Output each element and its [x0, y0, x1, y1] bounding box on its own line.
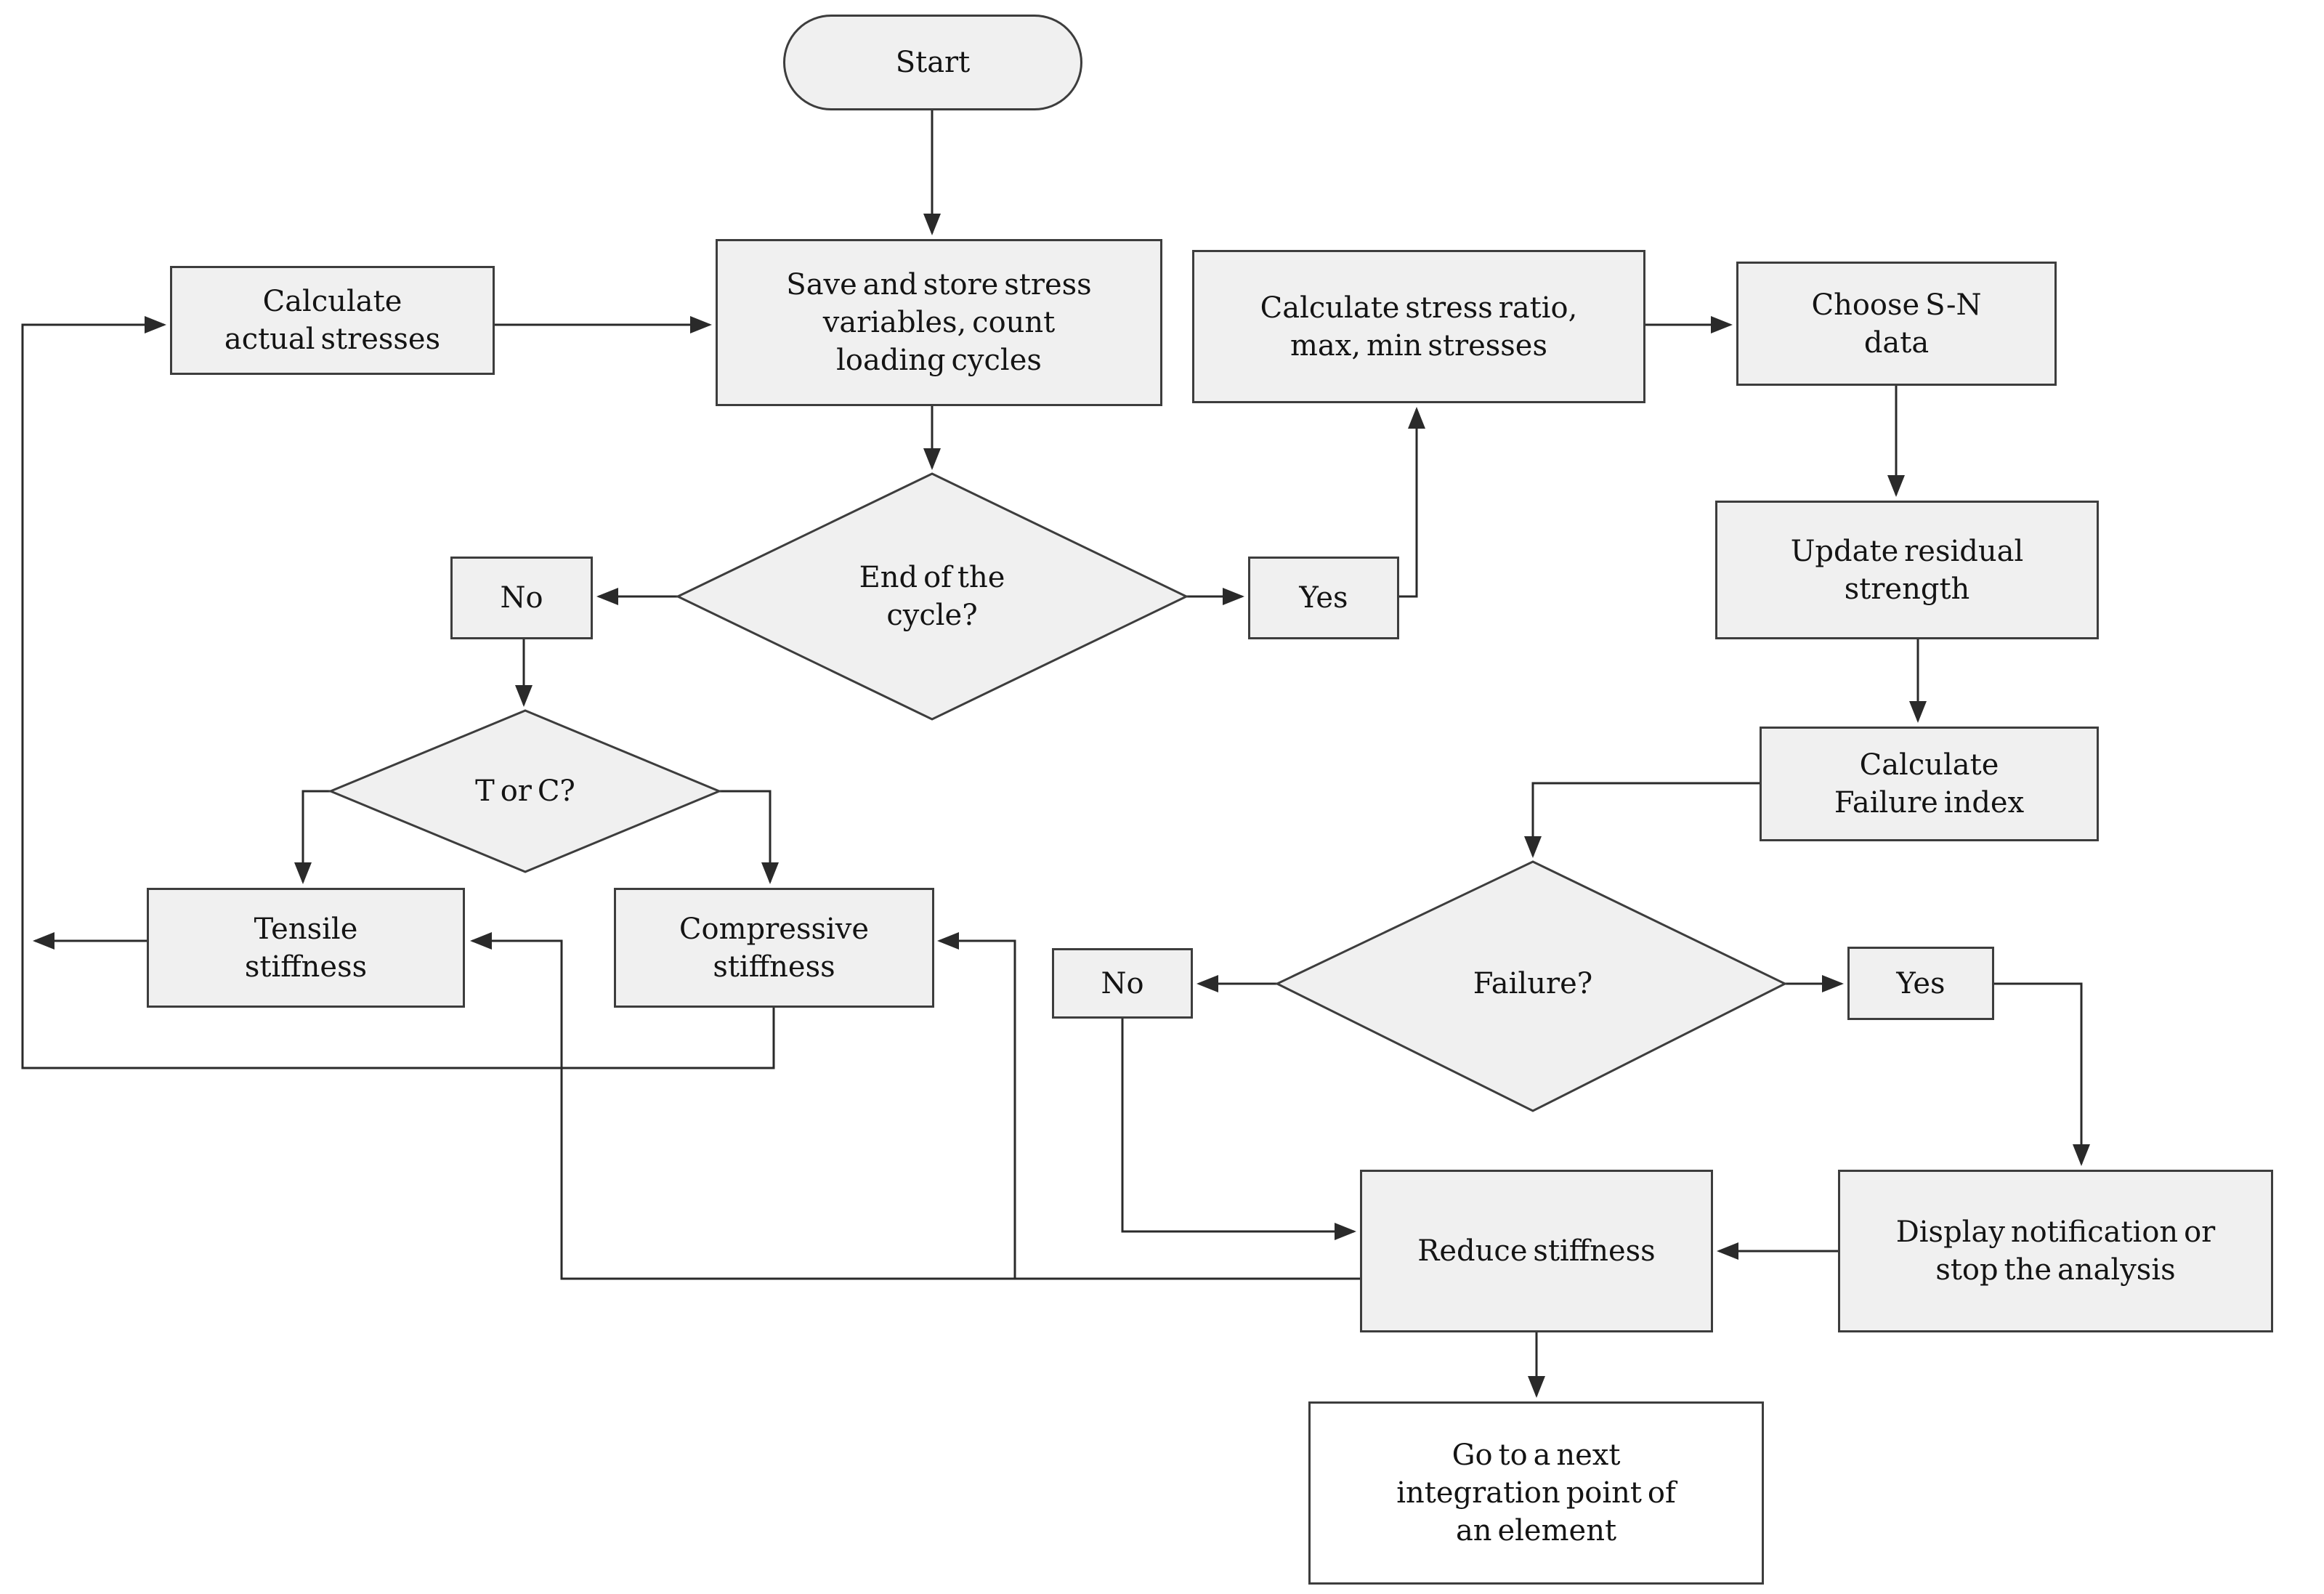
decision-end-of-cycle-shape	[675, 472, 1189, 721]
node-save-store-stress: Save and store stress variables, count l…	[716, 239, 1162, 406]
edge-torc-to-compressive	[719, 790, 779, 884]
decision-failure-label: Failure?	[1473, 967, 1593, 1000]
node-reduce-stiffness: Reduce stiffness	[1360, 1170, 1713, 1332]
edge-reduce-feedback-to-compressive	[937, 932, 1016, 1279]
decision-t-or-c-label: T or C?	[475, 774, 575, 808]
node-calculate-actual-stresses: Calculate actual stresses	[170, 266, 495, 375]
node-start: Start	[783, 15, 1082, 110]
edge-yes1-to-calc-ratio	[1399, 407, 1425, 598]
node-calculate-stress-ratio: Calculate stress ratio, max, min stresse…	[1192, 250, 1645, 403]
edge-calc-failure-to-failure	[1524, 782, 1760, 858]
edge-reduce-feedback-to-tensile	[470, 932, 1360, 1280]
edge-torc-to-tensile	[294, 790, 331, 884]
node-calculate-failure-index: Calculate Failure index	[1760, 727, 2099, 841]
node-no-end-of-cycle: No	[450, 557, 593, 639]
decision-t-or-c-shape	[328, 709, 722, 873]
node-no-failure: No	[1052, 948, 1193, 1019]
node-go-to-next-integration-point: Go to a next integration point of an ele…	[1308, 1401, 1764, 1585]
node-choose-sn-data: Choose S-N data	[1736, 262, 2057, 386]
edge-stiffness-feedback-to-calc-actual	[21, 316, 775, 1069]
node-display-notification: Display notification or stop the analysi…	[1838, 1170, 2273, 1332]
node-update-residual-strength: Update residual strength	[1715, 501, 2099, 639]
node-compressive-stiffness: Compressive stiffness	[614, 888, 934, 1008]
decision-end-of-cycle-label: End of the cycle?	[859, 561, 1005, 632]
decision-failure-shape	[1274, 860, 1788, 1112]
node-tensile-stiffness: Tensile stiffness	[147, 888, 465, 1008]
node-yes-failure: Yes	[1847, 947, 1994, 1020]
edge-yes2-to-display	[1994, 982, 2090, 1166]
node-yes-end-of-cycle: Yes	[1248, 557, 1399, 639]
edge-no2-to-reduce	[1121, 1019, 1356, 1240]
